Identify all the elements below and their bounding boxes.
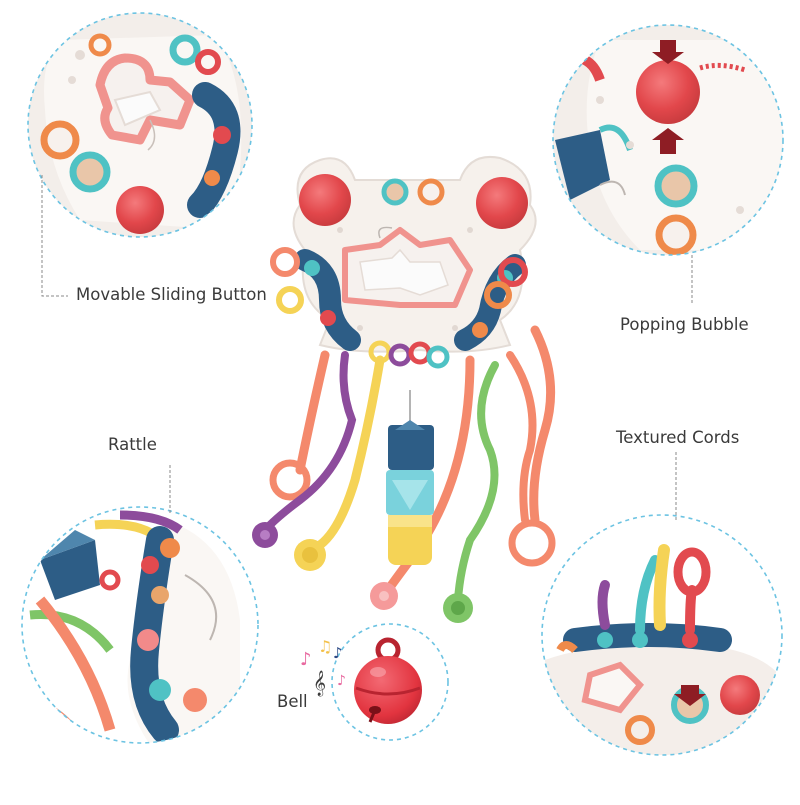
popping-bubble-icon <box>476 177 528 229</box>
label-popping-bubble: Popping Bubble <box>620 315 749 334</box>
music-notes-icon: ♪ ♫ ♪ 𝄞 ♪ <box>300 637 346 696</box>
svg-text:♪: ♪ <box>300 649 312 670</box>
svg-text:♪: ♪ <box>337 673 346 689</box>
svg-text:♫: ♫ <box>318 637 332 656</box>
detail-circle-bell <box>331 623 449 741</box>
detail-circle-textured-cords <box>541 514 783 756</box>
leader-lines <box>41 175 693 520</box>
product-toy <box>252 156 556 623</box>
detail-circle-rattle <box>21 506 259 744</box>
detail-circle-sliding-button <box>27 12 253 238</box>
popping-bubble-icon <box>299 174 351 226</box>
rattle-stack <box>386 390 434 565</box>
label-bell: Bell <box>277 692 308 711</box>
detail-circle-popping-bubble <box>552 24 784 256</box>
cords <box>266 325 556 623</box>
svg-text:♪: ♪ <box>333 644 343 662</box>
label-movable-sliding-button: Movable Sliding Button <box>76 285 267 304</box>
svg-text:𝄞: 𝄞 <box>313 670 326 696</box>
label-textured-cords: Textured Cords <box>616 428 740 447</box>
label-rattle: Rattle <box>108 435 157 454</box>
